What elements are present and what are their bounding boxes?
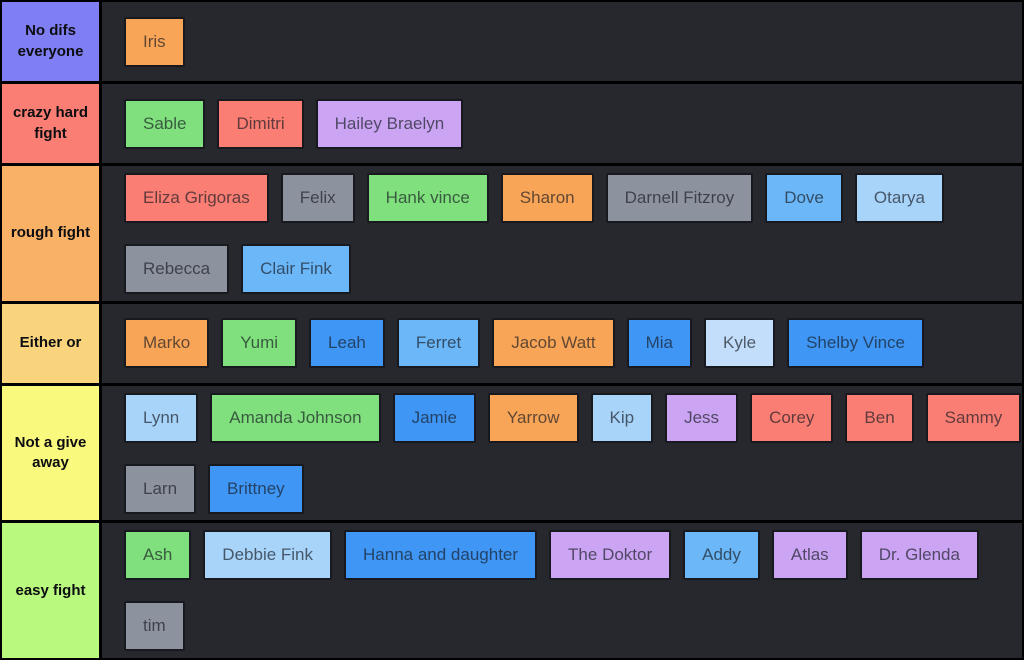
tier-item-line: Iris [124,16,1016,67]
tier-label[interactable]: Either or [2,303,102,383]
tier-item[interactable]: Hanna and daughter [344,530,538,581]
tier-item[interactable]: Eliza Grigoras [124,172,269,223]
tier-item[interactable]: Felix [280,172,355,223]
tier-content: Iris [102,2,1022,81]
tier-item[interactable]: Larn [124,463,197,514]
tier-item[interactable]: Marko [124,318,210,369]
tier-item[interactable]: Dr. Glenda [859,530,979,581]
tier-item[interactable]: Sammy [925,392,1022,443]
tier-item[interactable]: The Doktor [549,530,672,581]
tier-item[interactable]: Shelby Vince [787,318,925,369]
tier-label[interactable]: Not a give away [2,385,102,521]
tier-label[interactable]: rough fight [2,166,102,301]
tier-label[interactable]: No difs everyone [2,2,102,81]
tier-item[interactable]: Ferret [396,318,481,369]
tier-label[interactable]: crazy hard fight [2,84,102,163]
tier-item[interactable]: Atlas [771,530,848,581]
tier-item[interactable]: Brittney [208,463,304,514]
tier-item[interactable]: Hailey Braelyn [315,98,464,149]
tier-item[interactable]: tim [124,601,185,652]
tier-item[interactable]: Sharon [500,172,594,223]
tier-item[interactable]: Darnell Fitzroy [605,172,754,223]
tier-label[interactable]: easy fight [2,523,102,658]
tier-item[interactable]: Mia [626,318,693,369]
tier-item[interactable]: Otarya [854,172,944,223]
tier-item[interactable]: Kyle [704,318,776,369]
tier-item[interactable]: Amanda Johnson [210,392,381,443]
tier-item[interactable]: Jamie [392,392,476,443]
tier-item[interactable]: Lynn [124,392,199,443]
tier-item-line: tim [124,601,1016,652]
tier-item[interactable]: Dove [765,172,843,223]
tier-item[interactable]: Ben [845,392,914,443]
tier-item[interactable]: Sable [124,98,206,149]
tier-item[interactable]: Rebecca [124,243,230,294]
tier-item[interactable]: Dimitri [217,98,304,149]
tier-item[interactable]: Jacob Watt [492,318,615,369]
tier-item[interactable]: Yarrow [487,392,579,443]
tier-item[interactable]: Clair Fink [241,243,351,294]
tier-item[interactable]: Iris [124,16,185,67]
tier-item[interactable]: Addy [683,530,760,581]
tier-item[interactable]: Debbie Fink [203,530,333,581]
tier-item[interactable]: Corey [750,392,834,443]
tier-row: No difs everyone Iris [2,2,1022,84]
tier-item[interactable]: Leah [309,318,385,369]
tier-item[interactable]: Ash [124,530,192,581]
tier-item[interactable]: Hank vince [366,172,489,223]
tier-item[interactable]: Jess [665,392,739,443]
tier-item[interactable]: Kip [590,392,654,443]
tier-item[interactable]: Yumi [221,318,298,369]
